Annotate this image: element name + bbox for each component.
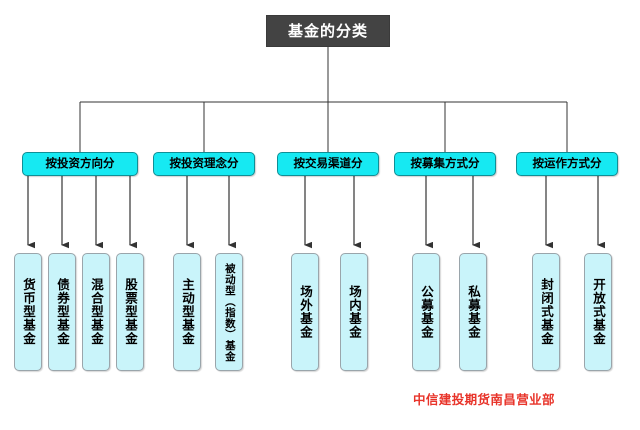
leaf-node-private-fund[interactable]: 私募基金 xyxy=(459,253,487,371)
category-node-1-label: 按投资方向分 xyxy=(45,156,115,171)
leaf-node-exchange-fund[interactable]: 场内基金 xyxy=(340,253,368,371)
category-node-4[interactable]: 按募集方式分 xyxy=(394,152,496,176)
leaf-node-active-fund[interactable]: 主动型基金 xyxy=(173,253,201,371)
leaf-node-hybrid-fund-label: 混合型基金 xyxy=(89,278,104,346)
leaf-node-bond-fund-label: 债券型基金 xyxy=(55,278,70,346)
leaf-node-closed-end-fund[interactable]: 封闭式基金 xyxy=(532,253,560,371)
root-node[interactable]: 基金的分类 xyxy=(266,15,390,47)
category-node-5[interactable]: 按运作方式分 xyxy=(516,152,618,176)
leaf-node-closed-end-fund-label: 封闭式基金 xyxy=(539,278,554,346)
leaf-node-bond-fund[interactable]: 债券型基金 xyxy=(48,253,76,371)
leaf-node-otc-fund-label: 场外基金 xyxy=(298,285,313,339)
leaf-node-equity-fund-label: 股票型基金 xyxy=(123,278,138,346)
leaf-node-open-end-fund-label: 开放式基金 xyxy=(591,278,606,346)
watermark-text: 中信建投期货南昌营业部 xyxy=(413,392,555,407)
leaf-node-hybrid-fund[interactable]: 混合型基金 xyxy=(82,253,110,371)
leaf-node-public-fund-label: 公募基金 xyxy=(419,285,434,339)
category-node-3[interactable]: 按交易渠道分 xyxy=(277,152,379,176)
category-node-4-label: 按募集方式分 xyxy=(410,156,480,171)
leaf-node-passive-index-fund[interactable]: 被动型（指数）基金 xyxy=(215,253,243,371)
leaf-node-otc-fund[interactable]: 场外基金 xyxy=(291,253,319,371)
root-node-label: 基金的分类 xyxy=(287,21,368,40)
category-node-5-label: 按运作方式分 xyxy=(532,156,602,171)
leaf-node-money-fund[interactable]: 货币型基金 xyxy=(14,253,42,371)
category-node-2[interactable]: 按投资理念分 xyxy=(153,152,255,176)
category-node-1[interactable]: 按投资方向分 xyxy=(22,152,138,176)
leaf-node-active-fund-label: 主动型基金 xyxy=(180,278,195,346)
leaf-node-public-fund[interactable]: 公募基金 xyxy=(412,253,440,371)
category-node-3-label: 按交易渠道分 xyxy=(293,156,363,171)
leaf-node-private-fund-label: 私募基金 xyxy=(466,285,481,339)
category-node-2-label: 按投资理念分 xyxy=(169,156,239,171)
leaf-node-exchange-fund-label: 场内基金 xyxy=(347,285,362,339)
leaf-node-equity-fund[interactable]: 股票型基金 xyxy=(116,253,144,371)
leaf-node-passive-index-fund-label: 被动型（指数）基金 xyxy=(223,262,236,362)
leaf-node-open-end-fund[interactable]: 开放式基金 xyxy=(584,253,612,371)
leaf-node-money-fund-label: 货币型基金 xyxy=(21,278,36,346)
